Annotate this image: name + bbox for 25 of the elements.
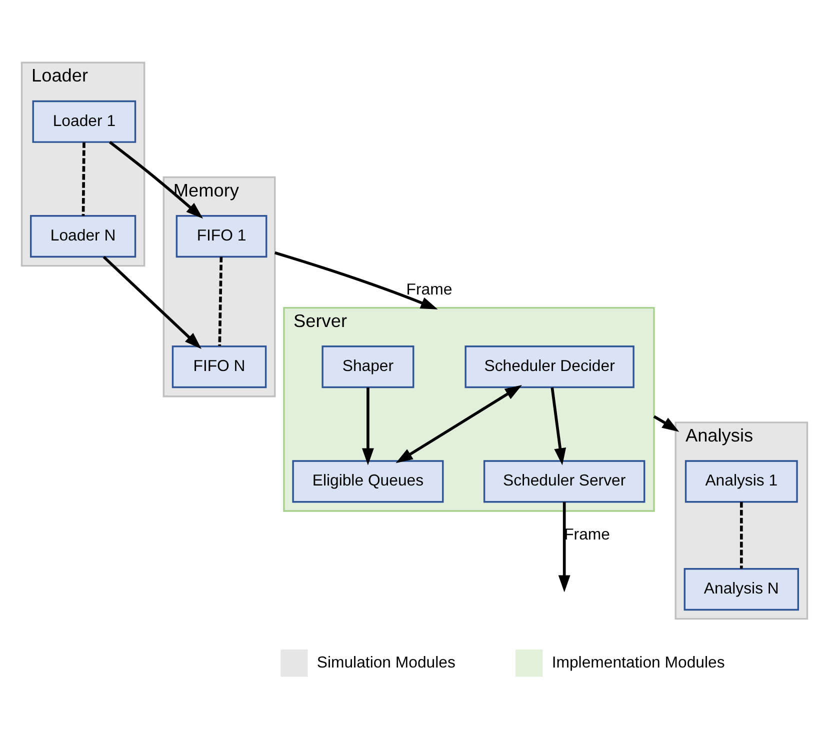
- connector: [740, 502, 743, 569]
- node-box: Scheduler Decider: [464, 346, 634, 388]
- arrow: [102, 256, 202, 349]
- legend-label: Simulation Modules: [316, 654, 456, 672]
- node-box: Analysis N: [684, 568, 800, 611]
- node-box: FIFO N: [172, 346, 267, 388]
- node-box: Shaper: [322, 346, 414, 388]
- arrow: [396, 385, 522, 464]
- node-box: Scheduler Server: [483, 460, 646, 503]
- node-box: Loader 1: [32, 100, 136, 143]
- arrow: [362, 388, 374, 466]
- arrow: [274, 251, 438, 310]
- arrow: [558, 502, 570, 592]
- edge-label: Frame: [564, 526, 610, 544]
- arrow: [653, 415, 680, 432]
- legend-label: Implementation Modules: [552, 654, 725, 672]
- node-box: FIFO 1: [176, 215, 268, 258]
- arrow: [109, 141, 204, 219]
- connector: [82, 142, 86, 216]
- node-box: Eligible Queues: [292, 460, 444, 503]
- connector: [218, 256, 223, 346]
- edge-label: Frame: [406, 281, 452, 298]
- node-box: Analysis 1: [684, 460, 798, 503]
- arrow: [550, 387, 566, 466]
- node-box: Loader N: [30, 215, 136, 258]
